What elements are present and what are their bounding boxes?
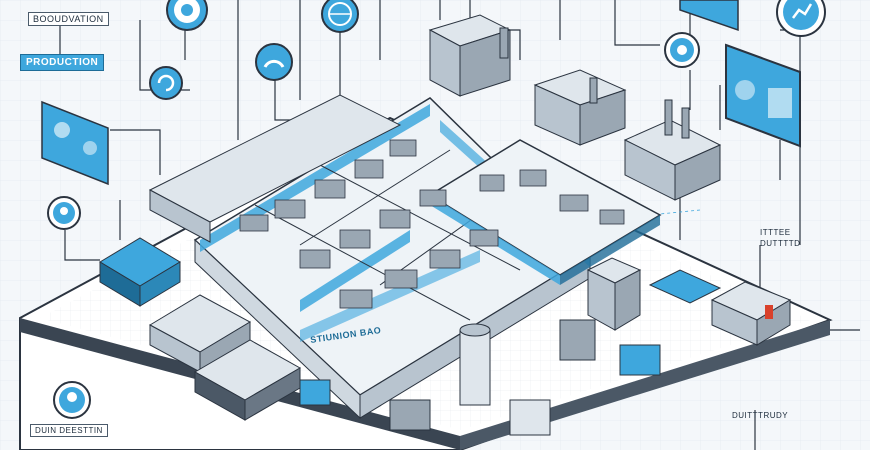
cloud-icon [664,32,700,68]
icon-badges [47,0,826,419]
gear-icon [166,0,208,31]
gauge-icon [255,43,293,81]
right-buildings [586,257,792,346]
left-monitor [41,100,109,186]
bottom-equipment [299,319,661,436]
right-bottom-label: DUITTTRUDY [732,411,789,420]
cycle-icon [149,66,183,100]
top-right-monitor [679,0,739,32]
bottom-left-label: DUIN DEESTTIN [30,424,108,437]
top-left-label: BOOUDVATION [28,12,109,26]
person-icon [53,381,91,419]
left-buildings [99,237,302,421]
globe-icon [321,0,359,33]
monitors [41,0,801,186]
right-top-label-2: DUTTTTD [760,239,801,248]
chart-icon [776,0,826,37]
right-monitor [725,43,801,148]
top-factories [148,14,722,243]
machinery [239,139,625,309]
production-label: PRODUCTION [20,54,105,71]
right-top-label-1: ITTTEE [760,228,791,237]
person-icon [47,196,81,230]
